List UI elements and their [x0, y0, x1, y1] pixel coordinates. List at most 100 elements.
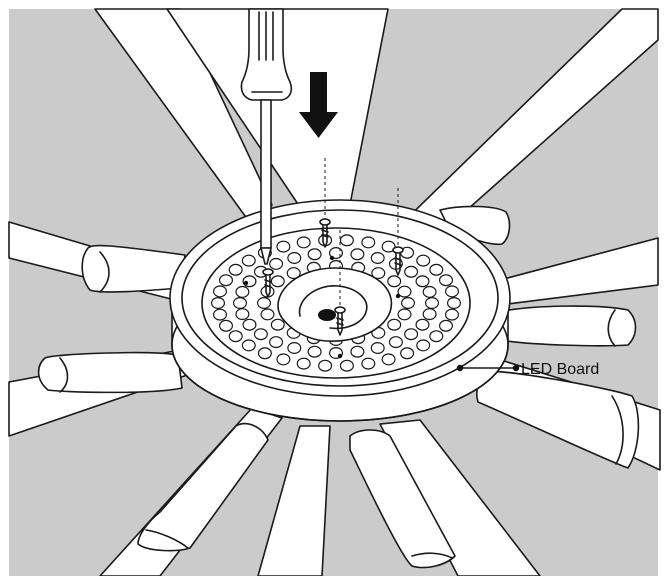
fan-blade [94, 8, 273, 221]
led-lens [235, 285, 250, 298]
led-lens [381, 240, 396, 253]
led-lens [296, 236, 311, 249]
led-lens [429, 263, 444, 276]
screwdriver-tip [260, 247, 272, 265]
led-lens [287, 252, 302, 265]
led-lens [400, 347, 415, 360]
led-lens [228, 263, 243, 276]
mounting-hole [337, 353, 343, 359]
blade-bracket [137, 422, 269, 552]
blade-bracket-edge [411, 552, 453, 559]
mounting-hole [243, 280, 249, 286]
led-lens [401, 297, 416, 310]
led-lens [361, 357, 376, 370]
screwdriver-icon [240, 8, 293, 265]
led-lens [422, 308, 437, 321]
led-lens [397, 308, 412, 321]
blade-bracket-edge [611, 395, 624, 465]
led-lens [287, 342, 302, 355]
blade-brackets [37, 205, 640, 569]
center-hub-ring [298, 285, 368, 330]
led-lens [269, 257, 284, 270]
led-lens [370, 252, 385, 265]
screw-icon [262, 268, 274, 298]
led-lens [253, 328, 268, 341]
led-lens [371, 267, 386, 280]
led-lens [307, 345, 322, 358]
led-lens [425, 297, 440, 310]
led-lens [404, 265, 419, 278]
fan-blade [257, 425, 331, 576]
led-lens [270, 318, 285, 331]
led-lens [235, 308, 250, 321]
led-lens [415, 318, 430, 331]
led-lens [339, 359, 354, 372]
led-lens [257, 347, 272, 360]
led-lens [397, 285, 412, 298]
led-lens [233, 297, 248, 310]
led-lens [416, 339, 431, 352]
led-lens [445, 308, 460, 321]
blade-bracket [497, 305, 637, 347]
led-lens [276, 240, 291, 253]
screw-icon [392, 246, 404, 276]
led-lens [429, 330, 444, 343]
led-lens [213, 308, 228, 321]
led-lens [381, 353, 396, 366]
down-arrow-icon [299, 72, 338, 138]
screwdriver-shaft [260, 99, 272, 249]
callout-dot [456, 364, 464, 372]
blade-bracket-edge [607, 309, 616, 347]
led-lens [329, 247, 344, 260]
center-hole [318, 309, 336, 321]
led-lens [404, 328, 419, 341]
center-hub [277, 267, 393, 342]
led-lens [296, 357, 311, 370]
led-lens [445, 285, 460, 298]
blade-bracket [476, 370, 640, 469]
led-lens [439, 274, 454, 287]
led-lens [242, 318, 257, 331]
blade-bracket [81, 244, 186, 293]
led-lens [241, 339, 256, 352]
led-lens [257, 297, 272, 310]
led-lens [228, 330, 243, 343]
callout-label: LED Board [521, 361, 599, 378]
led-lens [318, 359, 333, 372]
led-lens [270, 275, 285, 288]
led-lens [350, 248, 365, 261]
screws [262, 158, 404, 336]
led-lens [415, 275, 430, 288]
led-lens [422, 285, 437, 298]
led-board-callout: LED Board [456, 361, 599, 378]
led-lens [269, 336, 284, 349]
led-lens [339, 234, 354, 247]
led-lens [260, 308, 275, 321]
led-lens [388, 336, 403, 349]
led-lens [350, 345, 365, 358]
led-lens [447, 297, 462, 310]
blade-bracket-edge [99, 251, 110, 293]
screw-icon [319, 218, 331, 248]
led-lens [211, 297, 226, 310]
led-lens [307, 248, 322, 261]
led-lens [286, 267, 301, 280]
blade-bracket-edge [145, 529, 189, 549]
led-lens [213, 285, 228, 298]
mounting-hole [329, 255, 335, 261]
blade-bracket-edge [59, 357, 69, 393]
led-lens [219, 319, 234, 332]
screw-icon [334, 306, 346, 336]
screwdriver-grip [258, 11, 274, 61]
led-lens [361, 236, 376, 249]
led-lens [219, 274, 234, 287]
led-lens [370, 342, 385, 355]
callout-dot [512, 364, 520, 372]
blade-bracket [37, 351, 183, 394]
fan-blade [389, 8, 659, 236]
mounting-hole [395, 293, 401, 299]
led-lens [387, 275, 402, 288]
blade-bracket [349, 429, 456, 569]
